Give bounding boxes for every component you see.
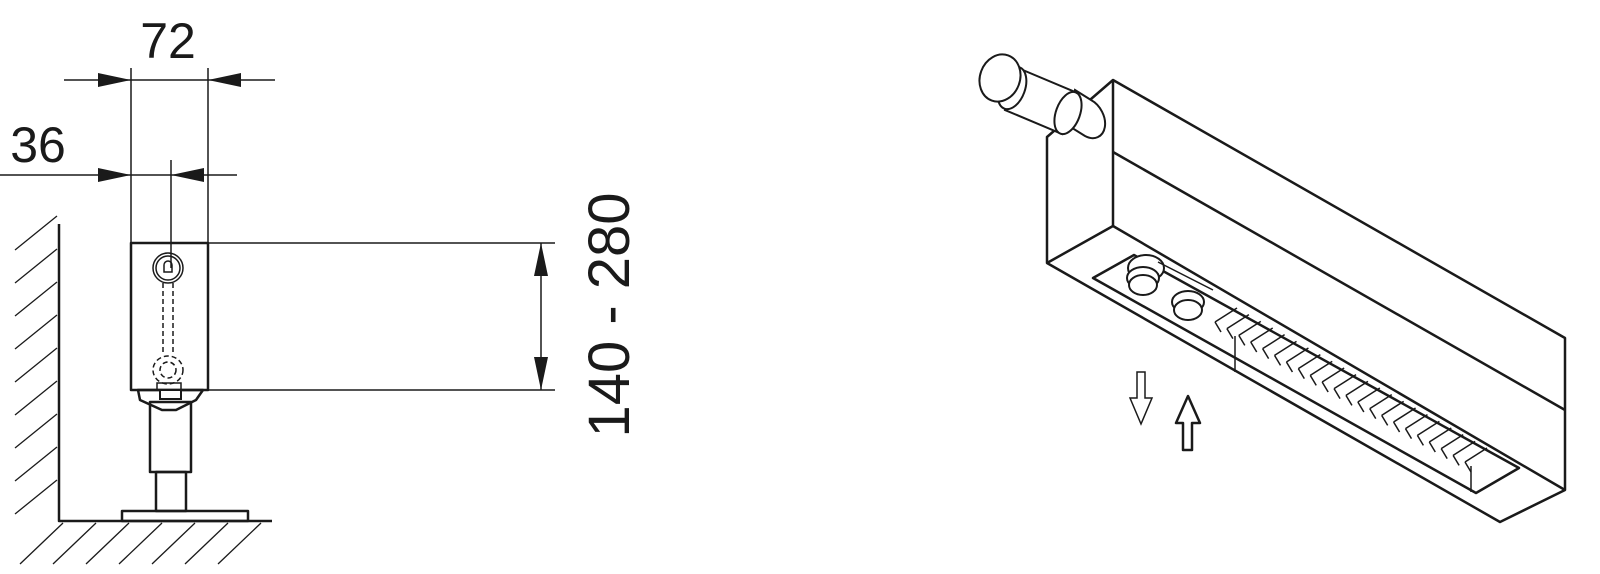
side-section-view: 72 36 140 - 280	[0, 13, 642, 565]
hatch-line	[14, 215, 58, 251]
grille-fin	[1357, 401, 1365, 413]
hatch-line	[14, 248, 58, 284]
dimension-36-label: 36	[10, 117, 66, 173]
hatch-line	[118, 522, 163, 565]
grille-fin	[1416, 420, 1440, 436]
grille-fin	[1238, 320, 1262, 336]
grille-fin	[1297, 368, 1305, 380]
grille-fin	[1369, 394, 1393, 410]
grille-fin	[1250, 341, 1258, 353]
airflow-down-arrow-icon	[1128, 371, 1154, 426]
grille-fin	[1452, 454, 1460, 466]
grille-fin	[1309, 374, 1317, 386]
grille-fin	[1428, 441, 1436, 453]
dimension-36: 36	[0, 117, 237, 268]
grille-fins	[1214, 307, 1488, 473]
grille-fin	[1226, 314, 1250, 330]
isometric-view	[978, 53, 1567, 524]
grille-fin	[1440, 434, 1464, 450]
grille-fin	[1392, 421, 1401, 433]
grille-fin	[1250, 327, 1274, 343]
thermostatic-valve	[978, 53, 1107, 140]
grille-fin	[1440, 448, 1448, 460]
grille-fin	[1369, 408, 1377, 420]
dimension-72: 72	[64, 13, 275, 243]
grille-fin	[1214, 321, 1222, 333]
grille-fin	[1345, 394, 1353, 406]
hatch-line	[14, 347, 58, 383]
grille-fin	[1286, 347, 1309, 363]
grille-fin	[1357, 387, 1381, 403]
grille-fin	[1274, 340, 1297, 356]
grille-fin	[1214, 307, 1238, 323]
grille-fin	[1297, 354, 1321, 370]
hatch-line	[85, 522, 130, 565]
support-foot	[136, 388, 205, 412]
grille-fin	[1321, 381, 1329, 393]
dimension-height: 140 - 280	[208, 192, 642, 438]
hatch-line	[19, 522, 64, 565]
hatch-line	[14, 413, 58, 449]
grille-fin	[1464, 461, 1472, 473]
floor-hatch	[19, 522, 262, 565]
convector-housing	[1045, 78, 1567, 524]
wall-line	[57, 224, 272, 523]
hatch-line	[14, 281, 58, 317]
dimension-height-label: 140 - 280	[577, 192, 642, 437]
hatch-line	[151, 522, 196, 565]
hatch-line	[14, 479, 58, 515]
hatch-line	[184, 522, 229, 565]
grille-fin	[1321, 367, 1345, 383]
hatch-line	[217, 522, 262, 565]
grille-fin	[1285, 361, 1294, 373]
grille-fin	[1416, 434, 1425, 446]
grille-fin	[1238, 334, 1246, 346]
grille-fin	[1333, 388, 1341, 400]
grille-fin	[1309, 360, 1333, 376]
grille-fin	[1452, 440, 1476, 456]
grille-opening	[1091, 253, 1521, 495]
grille-fin	[1393, 407, 1416, 423]
grille-fin	[1405, 414, 1428, 430]
grille-fin	[1464, 447, 1488, 463]
hatch-line	[52, 522, 97, 565]
hatch-line	[14, 446, 58, 482]
airflow-up-arrow-icon	[1174, 394, 1202, 452]
wall-hatch	[14, 215, 58, 515]
hatch-line	[14, 314, 58, 350]
grille-fin	[1381, 400, 1405, 416]
dimension-72-label: 72	[140, 13, 196, 69]
grille-fin	[1428, 427, 1452, 443]
grille-fin	[1262, 334, 1286, 350]
grille-fin	[1345, 380, 1369, 396]
grille-fin	[1333, 374, 1357, 390]
grille-fin	[1381, 414, 1389, 426]
grille-fin	[1226, 328, 1234, 340]
hatch-line	[14, 380, 58, 416]
pipe-connectors	[1126, 254, 1214, 321]
grille-fin	[1273, 354, 1282, 366]
grille-fin	[1404, 428, 1413, 440]
grille-fin	[1261, 348, 1270, 360]
convector-body	[129, 241, 210, 392]
